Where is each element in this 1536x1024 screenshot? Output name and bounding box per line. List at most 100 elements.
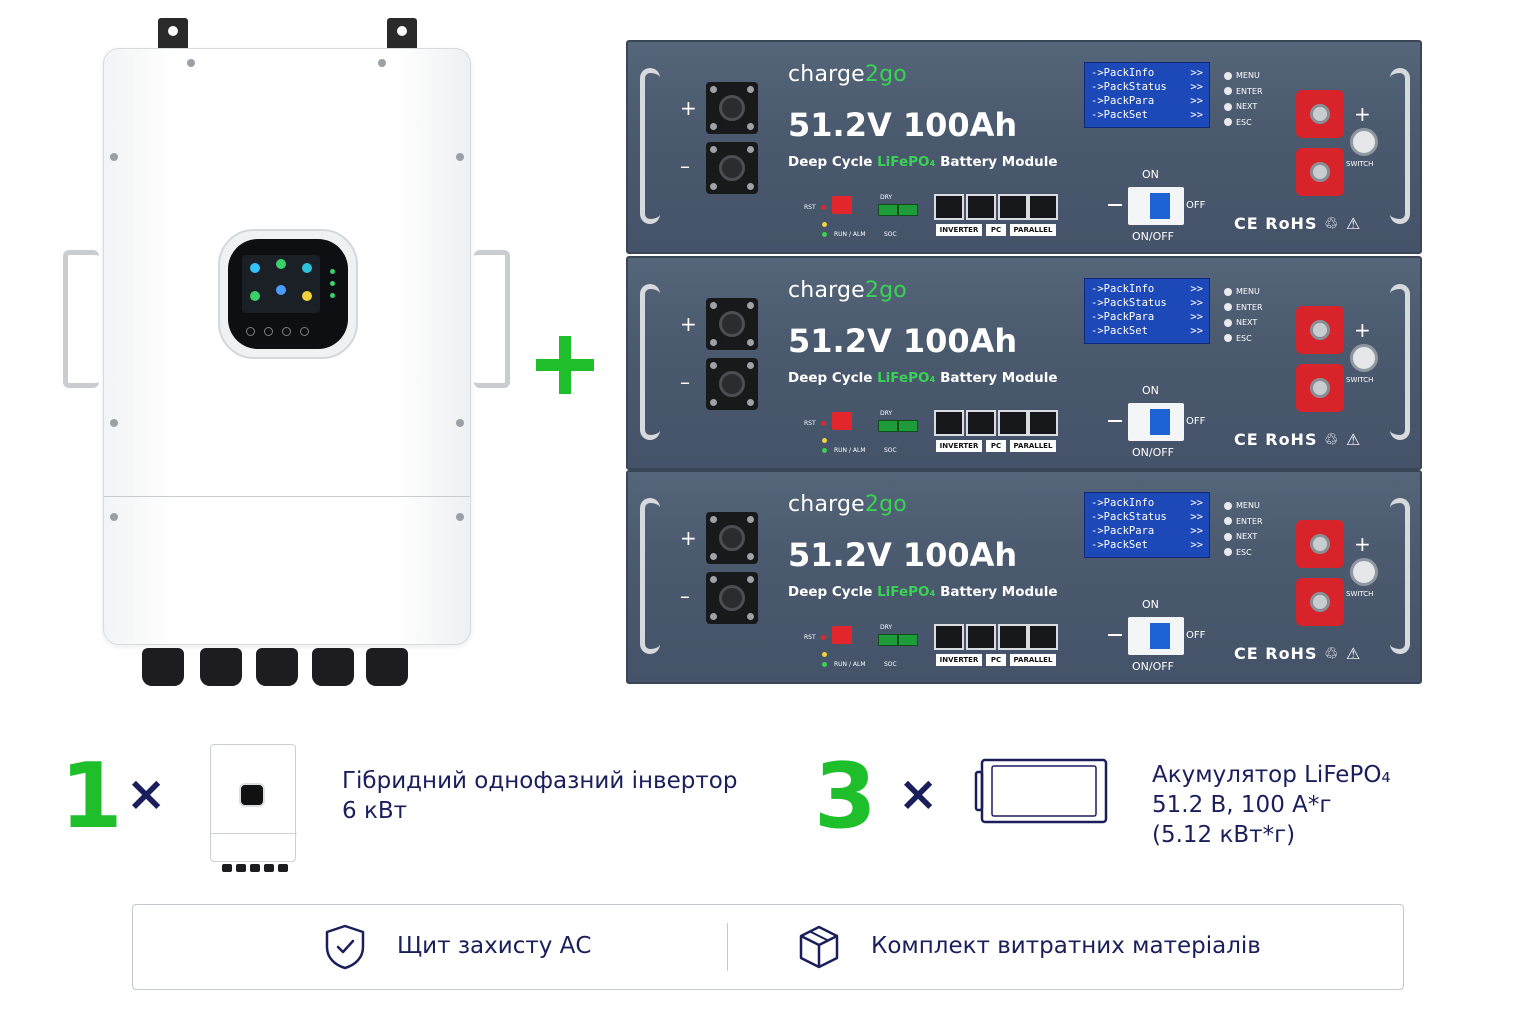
- port-inverter-b: [966, 624, 996, 650]
- lcd-menu-row: ->PackSet>>: [1091, 539, 1203, 551]
- battery-handle-left: [640, 498, 660, 654]
- screw: [456, 419, 464, 427]
- port-inverter-b: [966, 194, 996, 220]
- terminal-connector: [706, 572, 758, 624]
- lcd-icon: [276, 285, 286, 295]
- dry-label: DRY: [880, 194, 893, 201]
- port-label-parallel: PARALLEL: [1010, 440, 1056, 452]
- battery-lcd: ->PackInfo>> ->PackStatus>> ->PackPara>>…: [1084, 278, 1210, 344]
- power-switch-button: [1350, 344, 1378, 372]
- battery-handle-right: [1390, 284, 1410, 440]
- screw: [378, 59, 386, 67]
- inverter-screen-bezel: [228, 239, 348, 349]
- port-label-parallel: PARALLEL: [1010, 224, 1056, 236]
- cert-marks: CE RoHS ♲ ⚠: [1234, 430, 1362, 449]
- lcd-icon: [250, 291, 260, 301]
- battery-title: 51.2V 100Ah: [788, 106, 1018, 144]
- run-alm-label: RUN / ALM: [834, 231, 866, 238]
- battery-keys: MENU ENTER NEXT ESC: [1224, 498, 1263, 560]
- lcd-menu-row: ->PackPara>>: [1091, 311, 1203, 323]
- cert-marks: CE RoHS ♲ ⚠: [1234, 644, 1362, 663]
- terminal-connector: [706, 82, 758, 134]
- port-parallel: [1028, 410, 1058, 436]
- soc-label: SOC: [884, 231, 897, 238]
- positive-sign: +: [1354, 318, 1371, 342]
- rst-label: RST: [804, 420, 816, 427]
- inverter-button: [300, 327, 309, 336]
- battery-keys: MENU ENTER NEXT ESC: [1224, 284, 1263, 346]
- box-icon: [799, 925, 839, 969]
- switch-label: SWITCH: [1346, 376, 1374, 384]
- battery-keys: MENU ENTER NEXT ESC: [1224, 68, 1263, 130]
- dry-connector: [898, 420, 918, 432]
- breaker-on-label: ON: [1142, 598, 1159, 611]
- port-pc: [998, 410, 1028, 436]
- screw: [456, 153, 464, 161]
- key-esc: ESC: [1224, 331, 1263, 347]
- port-label-parallel: PARALLEL: [1010, 654, 1056, 666]
- key-next: NEXT: [1224, 99, 1263, 115]
- dry-connector: [878, 420, 898, 432]
- inverter-quantity: 1: [60, 744, 123, 849]
- terminal-connector: [706, 298, 758, 350]
- breaker-switch: [1128, 617, 1184, 655]
- cable-gland: [312, 648, 354, 686]
- inverter-button: [282, 327, 291, 336]
- plus-icon: [536, 336, 594, 394]
- battery-module: + – charge2go 51.2V 100Ah Deep Cycle LiF…: [626, 256, 1422, 470]
- battery-brand: charge2go: [788, 492, 907, 517]
- negative-terminal-red: [1296, 578, 1344, 626]
- positive-terminal-red: [1296, 306, 1344, 354]
- inverter-desc-line2: 6 кВт: [342, 798, 408, 824]
- screw: [456, 513, 464, 521]
- negative-terminal-sign-plus: +: [680, 312, 697, 336]
- lcd-menu-row: ->PackPara>>: [1091, 525, 1203, 537]
- breaker-off-label: OFF: [1186, 630, 1206, 641]
- breaker-onoff-label: ON/OFF: [1132, 446, 1174, 459]
- key-esc: ESC: [1224, 545, 1263, 561]
- dry-connector: [878, 204, 898, 216]
- led-yellow: [822, 438, 827, 443]
- negative-terminal-red: [1296, 364, 1344, 412]
- dip-switch: [832, 412, 852, 430]
- port-label-pc: PC: [986, 224, 1006, 236]
- breaker-off-label: OFF: [1186, 416, 1206, 427]
- dry-connector: [898, 634, 918, 646]
- breaker-dash: [1108, 204, 1122, 206]
- lcd-icon: [276, 259, 286, 269]
- port-parallel: [1028, 194, 1058, 220]
- rst-led: [821, 205, 826, 210]
- port-label-inverter: INVERTER: [936, 440, 982, 452]
- run-alm-label: RUN / ALM: [834, 447, 866, 454]
- screw: [187, 59, 195, 67]
- port-parallel: [1028, 624, 1058, 650]
- dry-connector: [898, 204, 918, 216]
- negative-terminal-sign-minus: –: [680, 370, 690, 394]
- dip-switch: [832, 196, 852, 214]
- extras-divider: [727, 923, 728, 971]
- screw: [110, 419, 118, 427]
- negative-terminal-red: [1296, 148, 1344, 196]
- battery-subtitle: Deep Cycle LiFePO₄ Battery Module: [788, 370, 1058, 386]
- positive-sign: +: [1354, 102, 1371, 126]
- port-inverter-b: [966, 410, 996, 436]
- inverter-thumbnail: [210, 738, 298, 874]
- led-green: [822, 662, 827, 667]
- port-inverter-a: [934, 410, 964, 436]
- terminal-connector: [706, 142, 758, 194]
- breaker-switch: [1128, 403, 1184, 441]
- lcd-icon: [250, 263, 260, 273]
- battery-outline-icon: [974, 758, 1108, 824]
- breaker-onoff-label: ON/OFF: [1132, 660, 1174, 673]
- key-esc: ESC: [1224, 115, 1263, 131]
- negative-terminal-sign-plus: +: [680, 526, 697, 550]
- battery-module: + – charge2go 51.2V 100Ah Deep Cycle LiF…: [626, 40, 1422, 254]
- key-menu: MENU: [1224, 68, 1263, 84]
- cert-marks: CE RoHS ♲ ⚠: [1234, 214, 1362, 233]
- extras-box: Щит захисту АС Комплект витратних матері…: [132, 904, 1404, 990]
- port-label-inverter: INVERTER: [936, 224, 982, 236]
- port-pc: [998, 624, 1028, 650]
- led-yellow: [822, 222, 827, 227]
- battery-handle-left: [640, 284, 660, 440]
- port-label-inverter: INVERTER: [936, 654, 982, 666]
